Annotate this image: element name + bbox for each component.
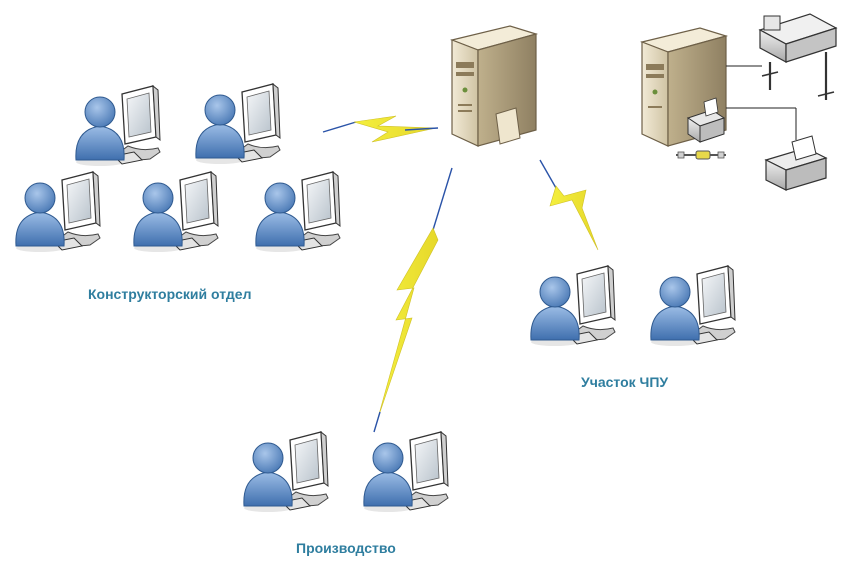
workstation-icon: [530, 265, 616, 347]
workstation-icon: [75, 85, 161, 167]
workstation-icon: [243, 431, 329, 513]
link-design-bolt: [322, 115, 439, 143]
cnc-network-lines: [726, 65, 797, 140]
design-department-label: Конструкторский отдел: [88, 286, 252, 302]
hub-icon: [676, 150, 726, 160]
local-printer-icon: [686, 97, 726, 143]
workstation-icon: [363, 431, 449, 513]
production-label: Производство: [296, 540, 396, 556]
workstation-icon: [133, 171, 219, 253]
link-production-bolt: [373, 167, 453, 433]
workstation-icon: [650, 265, 736, 347]
workstation-icon: [255, 171, 341, 253]
workstation-icon: [15, 171, 101, 253]
network-printer-icon: [764, 135, 828, 191]
plotter-icon: [758, 13, 838, 100]
workstation-icon: [195, 83, 281, 165]
link-cnc-bolt: [539, 159, 599, 251]
main-server-icon: [449, 25, 539, 147]
cnc-section-label: Участок ЧПУ: [581, 374, 669, 390]
